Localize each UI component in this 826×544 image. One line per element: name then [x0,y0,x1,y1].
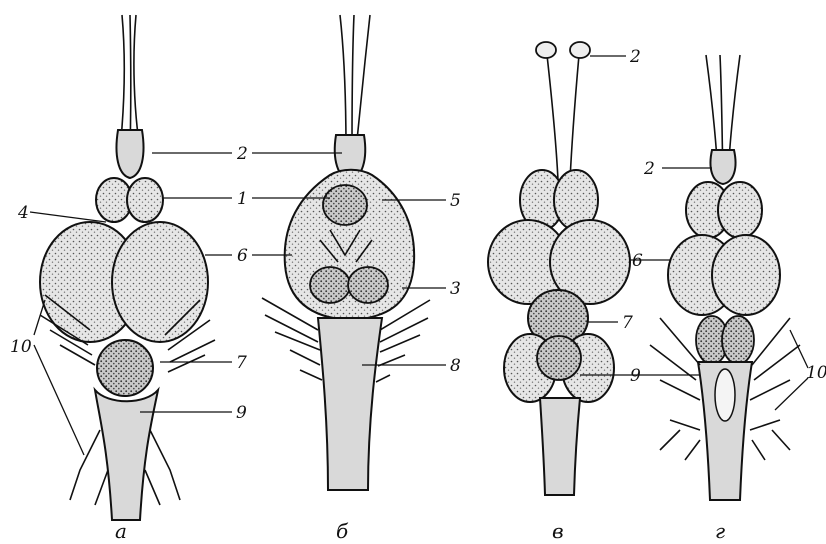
label-b-8: 8 [450,356,461,376]
label-center-2: 2 [236,144,248,164]
figure-b: 5 3 8 б [262,15,461,543]
forebrain-lobe-a-right [127,178,163,222]
olfactory-bulb-a [117,130,144,178]
label-center-6: 6 [237,246,248,266]
inner-lobe-b-3 [348,267,388,303]
figure-d: 2 10 г [643,55,826,543]
leader-a-4 [30,212,106,222]
label-c-6: 6 [632,251,643,271]
inner-lobe-b-2 [310,267,350,303]
inner-lobe-b-1 [323,185,367,225]
caption-c: в [552,519,564,543]
hindbrain-c-center [537,336,581,380]
caption-a: а [115,519,127,543]
olfactory-stalk-c [547,55,579,180]
figure-a: 4 10 7 9 а [10,15,247,543]
label-center-1: 1 [237,189,248,209]
label-d-10: 10 [806,363,826,383]
olfactory-bulb-d [710,150,735,184]
label-c-9: 9 [630,366,641,386]
cerebellum-a [97,340,153,396]
leader-d-10-2 [775,378,808,410]
medulla-b [318,318,382,490]
cerebellum-d-right [722,316,754,364]
label-c-2: 2 [629,47,641,67]
label-a-7: 7 [236,353,247,373]
medulla-a [95,390,158,520]
label-a-10: 10 [10,337,32,357]
label-b-5: 5 [450,191,461,211]
olfactory-bulb-c-right [570,42,590,58]
label-b-3: 3 [450,279,461,299]
label-a-9: 9 [236,403,247,423]
optic-lobe-a-right [112,222,208,342]
label-d-2: 2 [643,159,655,179]
caption-b: б [336,519,349,543]
caption-d: г [715,519,725,543]
medulla-c [540,398,580,495]
fourth-ventricle-d [715,369,735,421]
label-c-7: 7 [622,313,633,333]
forebrain-d-right [718,182,762,238]
leader-a-10-2 [34,345,84,455]
olfactory-tract-b [340,15,370,150]
optic-lobe-d-right [712,235,780,315]
olfactory-bulb-c-left [536,42,556,58]
label-a-4: 4 [17,203,29,223]
